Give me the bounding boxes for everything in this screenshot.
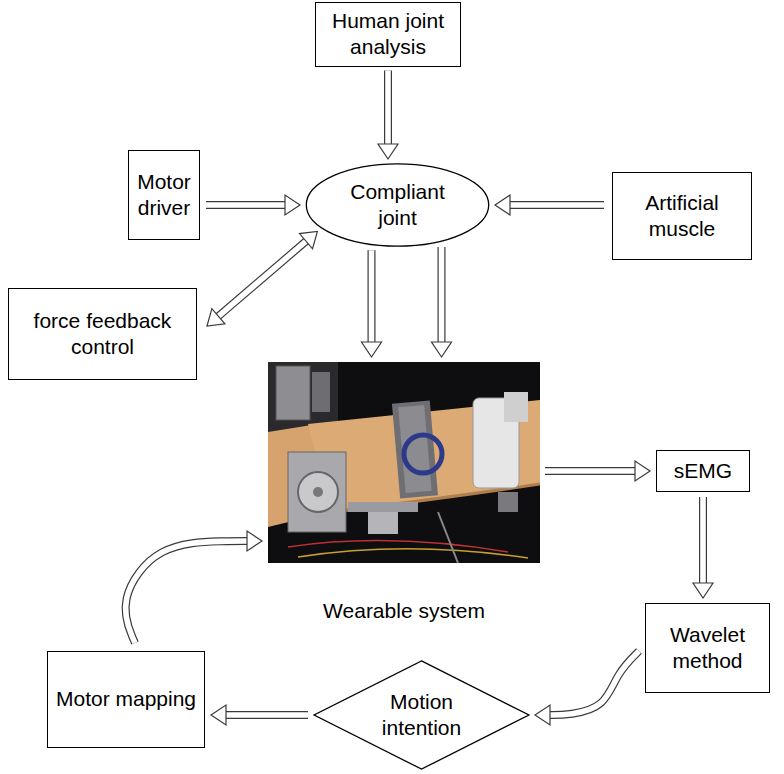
ellipse-outline [305, 163, 490, 247]
arrow-shaft-fill [224, 712, 308, 718]
block-arrow [495, 195, 604, 215]
arrow-shaft-outline [699, 497, 707, 585]
node-label: Human joint analysis [321, 8, 455, 61]
block-arrow [535, 651, 639, 725]
photo-ground [268, 362, 540, 563]
process-box: Wavelet method [645, 603, 770, 693]
arrow-shaft-outline [545, 467, 637, 475]
block-arrow [207, 231, 317, 326]
block-arrow [545, 461, 650, 481]
arrow-head [207, 309, 225, 326]
block-arrow [206, 195, 300, 215]
arrow-shaft-fill [508, 202, 604, 208]
arrow-shaft-fill [700, 497, 706, 585]
node-content: force feedback control [14, 308, 191, 361]
arrow-head [635, 461, 650, 481]
arrow-head [285, 195, 300, 215]
arrow-shaft-outline [224, 711, 308, 719]
node-label: Motion intention [368, 689, 476, 742]
diamond-outline [313, 660, 530, 770]
block-arrow [432, 247, 452, 357]
node-content: Human joint analysis [321, 8, 455, 61]
arrow-shaft-fill [126, 541, 249, 643]
arrow-head [535, 705, 550, 725]
arrow-head [362, 342, 382, 357]
node-label: Wavelet method [651, 622, 764, 675]
node-label: Motor driver [134, 169, 194, 222]
arrow-head [693, 583, 713, 598]
arrow-head [211, 705, 226, 725]
node-content: Compliant joint [338, 179, 458, 232]
arrow-shaft-fill [206, 202, 287, 208]
node-label: Wearable system [268, 598, 540, 624]
arrow-shaft-fill [545, 468, 637, 474]
node-label: sEMG [662, 458, 744, 484]
arrow-shaft-fill [217, 240, 308, 318]
arrow-shaft-outline [217, 240, 308, 318]
arrow-head [247, 531, 262, 551]
node-content: Wavelet method [651, 622, 764, 675]
arrow-head [432, 342, 452, 357]
node-label: force feedback control [14, 308, 191, 361]
arrow-shaft-outline [206, 201, 287, 209]
block-arrow [378, 71, 398, 160]
process-box: Motor driver [128, 150, 200, 240]
process-box: force feedback control [8, 288, 197, 380]
node-content: Wearable system [268, 598, 540, 624]
arrow-shaft-fill [385, 71, 391, 147]
arrow-shaft-fill [548, 651, 639, 715]
node-label: Motor mapping [53, 686, 199, 712]
process-box: Human joint analysis [315, 2, 461, 67]
arrow-shaft-outline [508, 201, 604, 209]
block-arrow [693, 497, 713, 598]
block-arrow [362, 250, 382, 357]
node-label: Artificial muscle [618, 190, 746, 243]
decision-diamond: Motion intention [313, 660, 530, 770]
node-content: Motor mapping [53, 686, 199, 712]
arrow-head [300, 231, 318, 248]
arrow-head [495, 195, 510, 215]
exoskeleton-illustration [268, 362, 540, 563]
arrow-head [378, 144, 398, 159]
arrow-shaft-outline [438, 247, 446, 344]
block-arrow [211, 705, 308, 725]
node-content: Motor driver [134, 169, 194, 222]
arrow-shaft-outline [548, 651, 639, 715]
process-box: Artificial muscle [612, 172, 752, 260]
wearable-photo [268, 362, 540, 563]
arrow-shaft-outline [368, 250, 376, 344]
arrow-shaft-outline [384, 71, 392, 147]
process-box: Motor mapping [47, 651, 205, 748]
process-box: sEMG [656, 450, 750, 492]
node-label: Compliant joint [338, 179, 458, 232]
joint-ellipse: Compliant joint [305, 163, 490, 247]
block-arrow [126, 531, 262, 643]
node-content: sEMG [662, 458, 744, 484]
node-content: Motion intention [368, 689, 476, 742]
arrow-shaft-fill [439, 247, 445, 344]
node-content: Artificial muscle [618, 190, 746, 243]
arrow-shaft-outline [126, 541, 249, 643]
arrow-shaft-fill [369, 250, 375, 344]
photo-panel: Wearable system [268, 362, 540, 624]
